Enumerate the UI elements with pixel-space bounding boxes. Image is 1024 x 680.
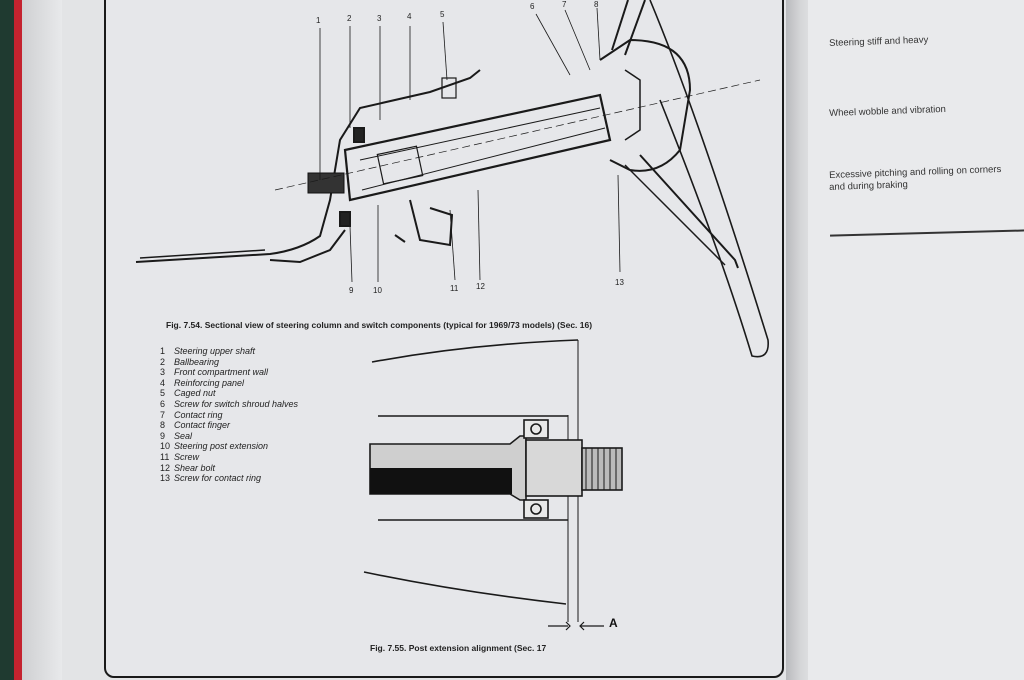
callout-9: 9 bbox=[349, 286, 354, 295]
legend-text: Contact finger bbox=[174, 420, 231, 431]
legend-item: 8 Contact finger bbox=[160, 420, 298, 431]
legend-text: Steering post extension bbox=[174, 441, 269, 452]
callout-8: 8 bbox=[594, 0, 599, 9]
legend-item: 4 Reinforcing panel bbox=[160, 378, 298, 389]
legend-item: 11 Screw bbox=[160, 452, 298, 463]
figure-frame bbox=[104, 0, 784, 678]
callout-2: 2 bbox=[347, 14, 352, 23]
legend-num: 2 bbox=[160, 356, 166, 367]
legend-num: 13 bbox=[160, 473, 171, 484]
legend-item: 6 Screw for switch shroud halves bbox=[160, 399, 298, 410]
legend-num: 11 bbox=[160, 451, 170, 462]
page-stack-edge bbox=[22, 0, 62, 680]
legend-num: 3 bbox=[160, 367, 166, 378]
legend-item: 7 Contact ring bbox=[160, 410, 298, 421]
legend-text: Screw for contact ring bbox=[174, 473, 262, 484]
callout-6: 6 bbox=[530, 2, 535, 11]
legend-text: Shear bolt bbox=[174, 462, 216, 473]
legend-text: Ballbearing bbox=[174, 356, 220, 367]
fig-7-55-caption: Fig. 7.55. Post extension alignment (Sec… bbox=[370, 643, 547, 653]
callout-11: 11 bbox=[450, 284, 459, 293]
callout-12: 12 bbox=[476, 282, 485, 291]
legend-text: Front compartment wall bbox=[174, 367, 269, 378]
legend-text: Contact ring bbox=[174, 409, 223, 420]
callout-13: 13 bbox=[615, 278, 624, 287]
legend-num: 10 bbox=[160, 441, 171, 452]
callout-1: 1 bbox=[316, 16, 321, 25]
legend-item: 2 Ballbearing bbox=[160, 357, 298, 368]
legend-item: 9 Seal bbox=[160, 431, 298, 442]
callout-4: 4 bbox=[407, 12, 412, 21]
right-page bbox=[808, 0, 1024, 680]
legend-num: 9 bbox=[160, 430, 166, 441]
legend-text: Caged nut bbox=[174, 388, 216, 399]
dimension-label-a: A bbox=[609, 616, 618, 630]
callout-7: 7 bbox=[562, 0, 567, 9]
fig-7-54-caption: Fig. 7.54. Sectional view of steering co… bbox=[166, 320, 593, 330]
legend-num: 1 bbox=[160, 346, 166, 356]
legend-item: 1 Steering upper shaft bbox=[160, 346, 298, 357]
legend-text: Steering upper shaft bbox=[174, 346, 256, 356]
legend-num: 6 bbox=[160, 398, 166, 409]
legend-num: 12 bbox=[160, 462, 171, 473]
legend-num: 7 bbox=[160, 409, 166, 420]
legend-num: 4 bbox=[160, 377, 166, 388]
legend-num: 8 bbox=[160, 420, 166, 431]
legend-text: Screw for switch shroud halves bbox=[174, 398, 299, 409]
legend-text: Seal bbox=[174, 430, 193, 441]
legend-item: 5 Caged nut bbox=[160, 388, 298, 399]
legend-text: Reinforcing panel bbox=[174, 377, 245, 388]
legend-num: 5 bbox=[160, 388, 166, 399]
legend-item: 3 Front compartment wall bbox=[160, 367, 298, 378]
parts-legend: 1 Steering upper shaft 2 Ballbearing 3 Fron… bbox=[160, 346, 298, 484]
callout-3: 3 bbox=[377, 14, 382, 23]
legend-text: Screw bbox=[174, 451, 200, 462]
callout-10: 10 bbox=[373, 286, 382, 295]
callout-5: 5 bbox=[440, 10, 445, 19]
